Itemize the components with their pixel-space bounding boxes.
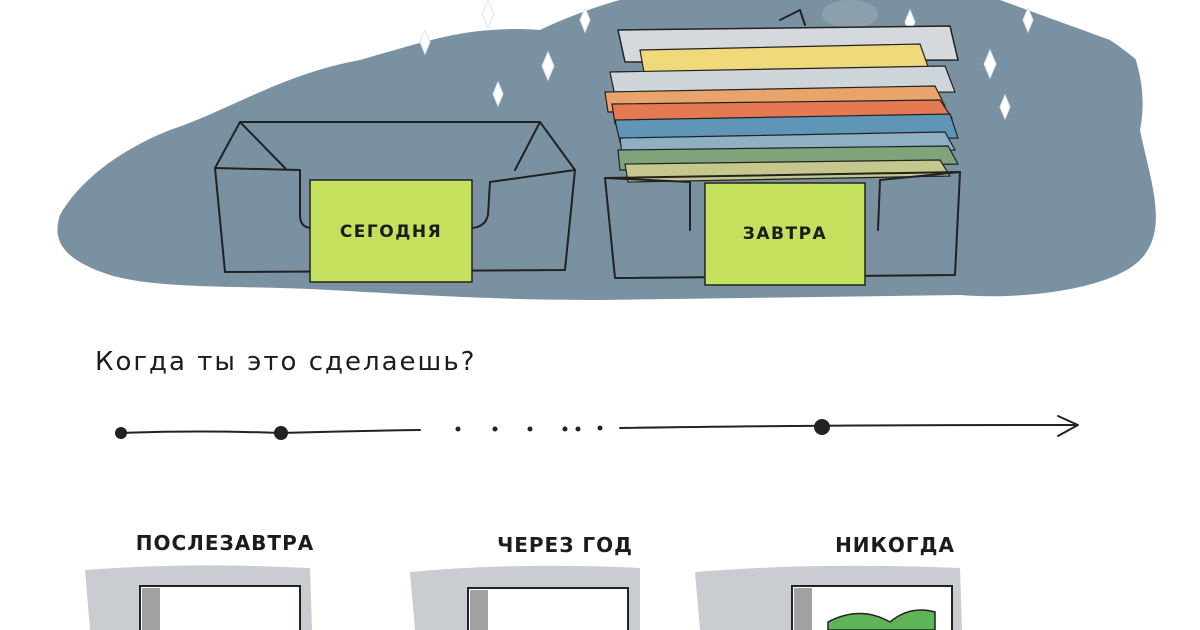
column-label-in-a-year: ЧЕРЕЗ ГОД [497,533,633,557]
timeline-dot-1 [115,427,127,439]
question-text: Когда ты это сделаешь? [95,347,476,377]
bottom-tray-1 [85,565,312,630]
timeline-dot-3 [814,419,830,435]
tomorrow-sticker [704,182,866,286]
tray-today: СЕГОДНЯ [214,121,576,283]
timeline-dot-2 [274,426,288,440]
raindrops [419,0,1034,121]
column-label-day-after-tomorrow: ПОСЛЕЗАВТРА [136,531,314,555]
hatched-edge [142,588,160,630]
green-item [827,609,936,630]
tray-tomorrow: ЗАВТРА [604,0,961,286]
today-label: СЕГОДНЯ [340,222,442,242]
today-sticker [309,179,473,283]
bottom-tray-3 [695,565,962,630]
tomorrow-label: ЗАВТРА [743,224,827,244]
column-label-never: НИКОГДА [835,533,955,557]
timeline [115,415,1079,440]
clothes-pile [604,0,960,183]
bottom-tray-2 [410,565,640,630]
timeline-ellipsis [455,425,603,432]
